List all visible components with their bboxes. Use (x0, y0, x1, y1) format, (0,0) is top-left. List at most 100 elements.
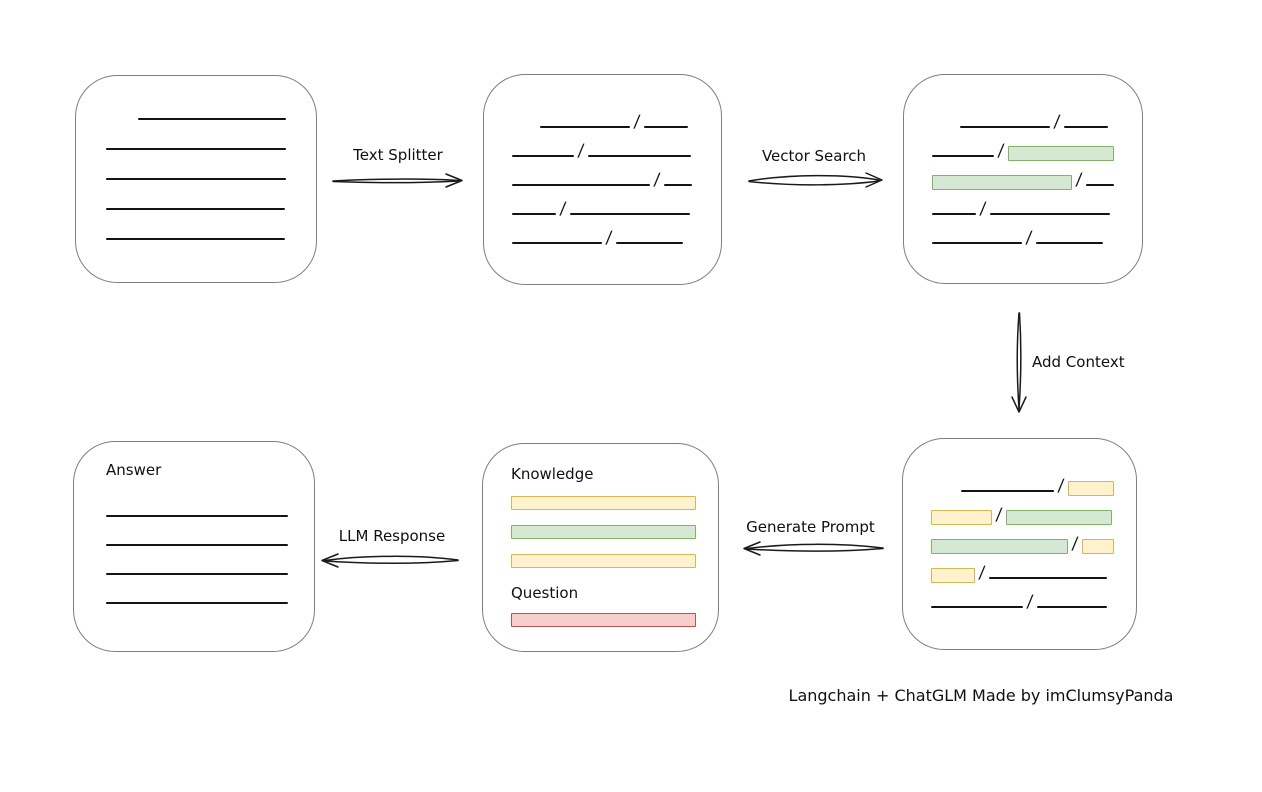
text-row (106, 500, 314, 518)
text-line (587, 155, 691, 157)
text-row: / (931, 562, 1136, 583)
llm-response-label: LLM Response (338, 527, 446, 545)
text-splitter-arrow (332, 173, 463, 188)
slash-separator: / (1071, 534, 1079, 554)
text-row: / (931, 475, 1136, 496)
yellow-highlight-chunk (931, 568, 975, 583)
text-line (569, 213, 690, 215)
text-line (931, 606, 1023, 608)
text-line (932, 213, 976, 215)
slash-separator: / (633, 112, 641, 132)
text-line (961, 490, 1054, 492)
text-line (932, 242, 1022, 244)
text-row (106, 103, 316, 121)
generate-prompt-arrow (743, 541, 884, 556)
text-row (106, 163, 316, 181)
yellow-highlight-chunk (1081, 539, 1114, 554)
add-context-arrow (1011, 312, 1027, 413)
split-chunk-lines: / / / / / (484, 75, 721, 248)
slash-separator: / (577, 141, 585, 161)
text-line (663, 184, 692, 186)
yellow-bar (511, 554, 696, 568)
text-line (106, 573, 288, 575)
prompt-content: Knowledge Question (483, 444, 718, 627)
text-line (106, 238, 285, 240)
text-row (106, 223, 316, 241)
green-bar (511, 525, 696, 539)
text-line (512, 242, 602, 244)
answer-content: Answer (74, 442, 314, 605)
slash-separator: / (653, 170, 661, 190)
text-row: / (512, 111, 721, 132)
text-row: / (932, 140, 1142, 161)
text-splitter-label: Text Splitter (353, 146, 443, 164)
green-highlight-chunk (1007, 146, 1114, 161)
slash-separator: / (559, 199, 567, 219)
context-chunk-lines: / / / / / (903, 439, 1136, 612)
text-row (106, 558, 314, 576)
slash-separator: / (1053, 112, 1061, 132)
vector-match-lines: / / / / / (904, 75, 1142, 248)
caption: Langchain + ChatGLM Made by imClumsyPand… (788, 686, 1174, 705)
knowledge-bars (511, 496, 718, 568)
text-line (932, 155, 994, 157)
green-highlight-chunk (931, 539, 1068, 554)
split-chunks-box: / / / / / (483, 74, 722, 285)
add-context-label: Add Context (1032, 353, 1125, 371)
text-line (138, 118, 286, 120)
slash-separator: / (1075, 170, 1083, 190)
text-line (512, 155, 574, 157)
question-label: Question (511, 584, 579, 602)
slash-separator: / (997, 141, 1005, 161)
text-line (643, 126, 688, 128)
knowledge-label: Knowledge (511, 465, 594, 483)
text-row (106, 133, 316, 151)
text-row: / (512, 227, 721, 248)
text-row: / (512, 169, 721, 190)
yellow-highlight-chunk (1067, 481, 1114, 496)
text-line (989, 213, 1110, 215)
slash-separator: / (1026, 592, 1034, 612)
green-highlight-chunk (932, 175, 1072, 190)
text-row (106, 587, 314, 605)
question-bars (511, 613, 718, 627)
text-line (512, 213, 556, 215)
text-row: / (932, 227, 1142, 248)
answer-text-lines (106, 480, 314, 605)
vector-search-label: Vector Search (761, 147, 867, 165)
text-line (106, 515, 288, 517)
text-row: / (931, 533, 1136, 554)
yellow-bar (511, 496, 696, 510)
vector-matches-box: / / / / / (903, 74, 1143, 284)
text-line (106, 208, 285, 210)
text-row (106, 529, 314, 547)
slash-separator: / (1057, 476, 1065, 496)
text-line (1063, 126, 1108, 128)
generate-prompt-label: Generate Prompt (746, 518, 875, 536)
text-line (615, 242, 683, 244)
text-line (106, 178, 286, 180)
yellow-highlight-chunk (931, 510, 992, 525)
text-line (1085, 184, 1114, 186)
vector-search-arrow (748, 172, 883, 188)
context-chunks-box: / / / / / (902, 438, 1137, 650)
slash-separator: / (978, 563, 986, 583)
slash-separator: / (995, 505, 1003, 525)
slash-separator: / (1025, 228, 1033, 248)
text-row (106, 193, 316, 211)
text-line (512, 184, 650, 186)
text-line (106, 148, 286, 150)
answer-label: Answer (106, 461, 162, 479)
text-line (106, 602, 288, 604)
red-bar (511, 613, 696, 627)
slash-separator: / (979, 199, 987, 219)
slash-separator: / (605, 228, 613, 248)
text-row: / (512, 198, 721, 219)
green-highlight-chunk (1005, 510, 1112, 525)
text-row: / (932, 198, 1142, 219)
text-line (540, 126, 630, 128)
text-row: / (512, 140, 721, 161)
text-line (1036, 606, 1107, 608)
text-row: / (932, 111, 1142, 132)
